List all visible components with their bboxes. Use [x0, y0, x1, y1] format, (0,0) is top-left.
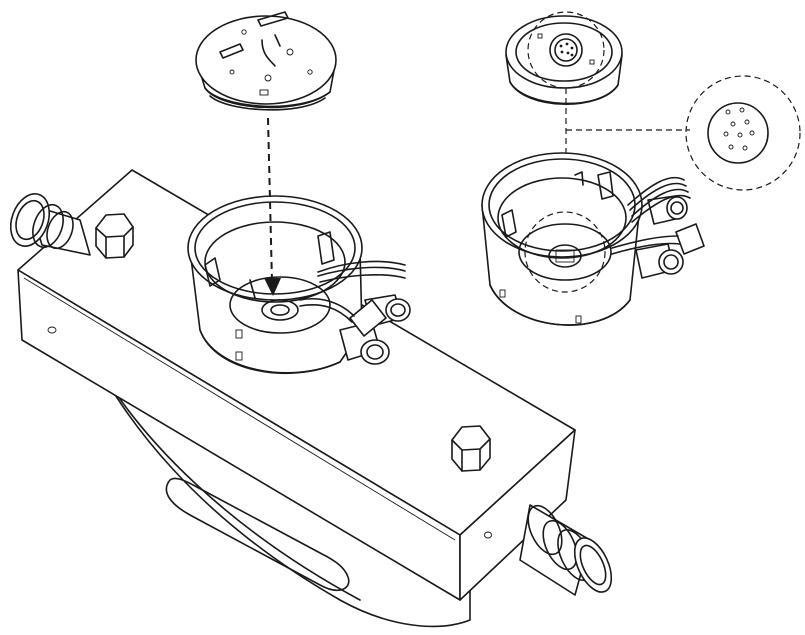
right-bolt-head [451, 425, 491, 472]
pin-connector-zoom [685, 75, 801, 191]
connector-plate-underside [195, 11, 337, 111]
electronics-cap [505, 11, 623, 105]
left-bolt-head [95, 213, 134, 259]
right-flange-nozzle [519, 504, 613, 596]
insertion-arrow [264, 117, 281, 296]
junction-housing-open [187, 195, 411, 374]
left-flange-nozzle [9, 193, 91, 256]
junction-housing-detail [481, 152, 705, 326]
